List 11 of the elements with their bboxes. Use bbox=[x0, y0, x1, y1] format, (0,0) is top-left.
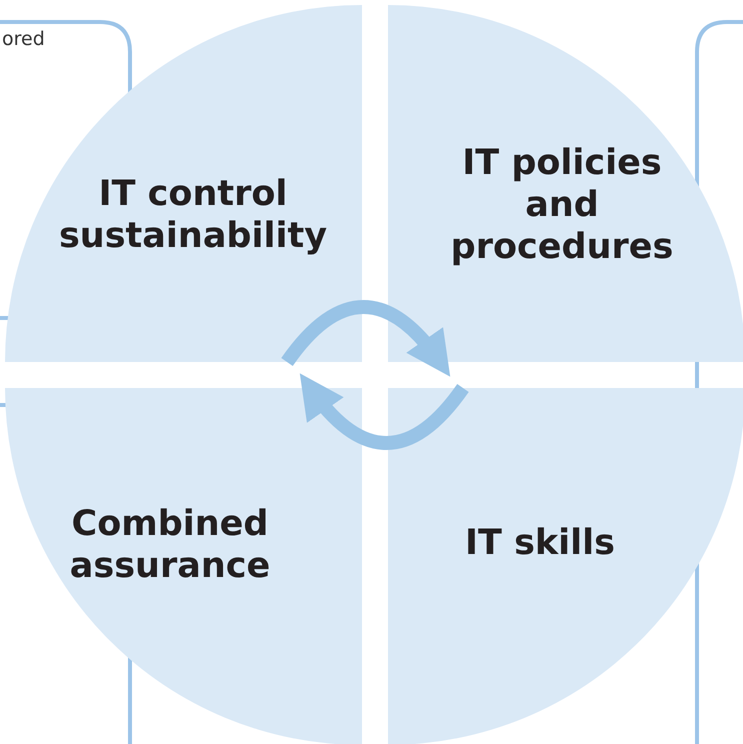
quadrant-label: Combined assurance bbox=[68, 503, 272, 587]
quadrant bbox=[5, 5, 362, 362]
panel-text: ored bbox=[2, 28, 45, 50]
quadrant-label: IT policies and procedures bbox=[450, 142, 674, 268]
quadrant-label: IT skills bbox=[464, 522, 616, 564]
quadrant bbox=[5, 388, 362, 744]
quadrant-label: IT control sustainability bbox=[58, 173, 328, 257]
cycle-arrow bbox=[281, 300, 451, 376]
cycle-arrow bbox=[299, 374, 469, 450]
quadrant bbox=[388, 388, 743, 744]
quadrant bbox=[388, 5, 743, 362]
